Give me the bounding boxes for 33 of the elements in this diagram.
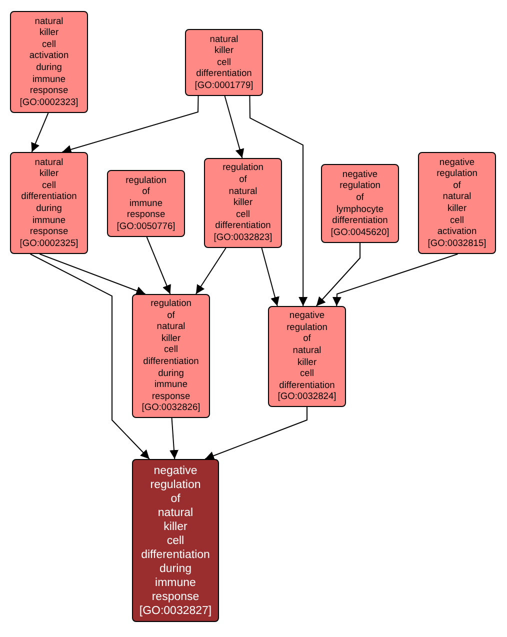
- arrow: [204, 406, 308, 460]
- term-label: regulation of natural killer cell differentiation [GO:0032823]: [212, 162, 274, 244]
- arrow: [146, 236, 171, 294]
- term-label: negative regulation of lymphocyte differentiation [GO:0045620]: [330, 168, 390, 238]
- term-label: natural killer cell activation during immune response [GO:0002323]: [18, 16, 80, 108]
- arrow: [31, 112, 49, 152]
- term-box: [268, 306, 346, 407]
- term-box: [132, 459, 219, 622]
- term-box: [418, 152, 496, 254]
- arrow: [195, 248, 226, 294]
- term-box: [10, 11, 88, 113]
- term-label: natural killer cell differentiation [GO:0001779]: [194, 34, 254, 92]
- arrow: [249, 96, 308, 306]
- term-box: [204, 158, 282, 248]
- term-box: [132, 294, 210, 418]
- arrow: [332, 254, 458, 306]
- arrow: [316, 242, 360, 306]
- term-box: [107, 170, 185, 237]
- arrow: [261, 248, 280, 306]
- term-label: natural killer cell differentiation during immune response [GO:0002325]: [18, 156, 80, 250]
- term-label: negative regulation of natural killer cell differentiation during immune response [GO:0032827]: [138, 464, 213, 618]
- term-label: regulation of immune response [GO:0050776]: [116, 174, 176, 232]
- term-box: [185, 29, 263, 96]
- arrow: [224, 96, 244, 158]
- arrow: [30, 254, 150, 460]
- arrow: [62, 96, 199, 154]
- arrow: [170, 418, 178, 460]
- term-label: negative regulation of natural killer cell activation [GO:0032815]: [426, 156, 488, 250]
- term-label: regulation of natural killer cell differentiation during immune response [GO:0032826]: [140, 298, 202, 414]
- term-box: [10, 152, 88, 254]
- arrow: [39, 254, 146, 296]
- term-box: [321, 164, 399, 243]
- term-label: negative regulation of natural killer cell differentiation [GO:0032824]: [276, 310, 338, 403]
